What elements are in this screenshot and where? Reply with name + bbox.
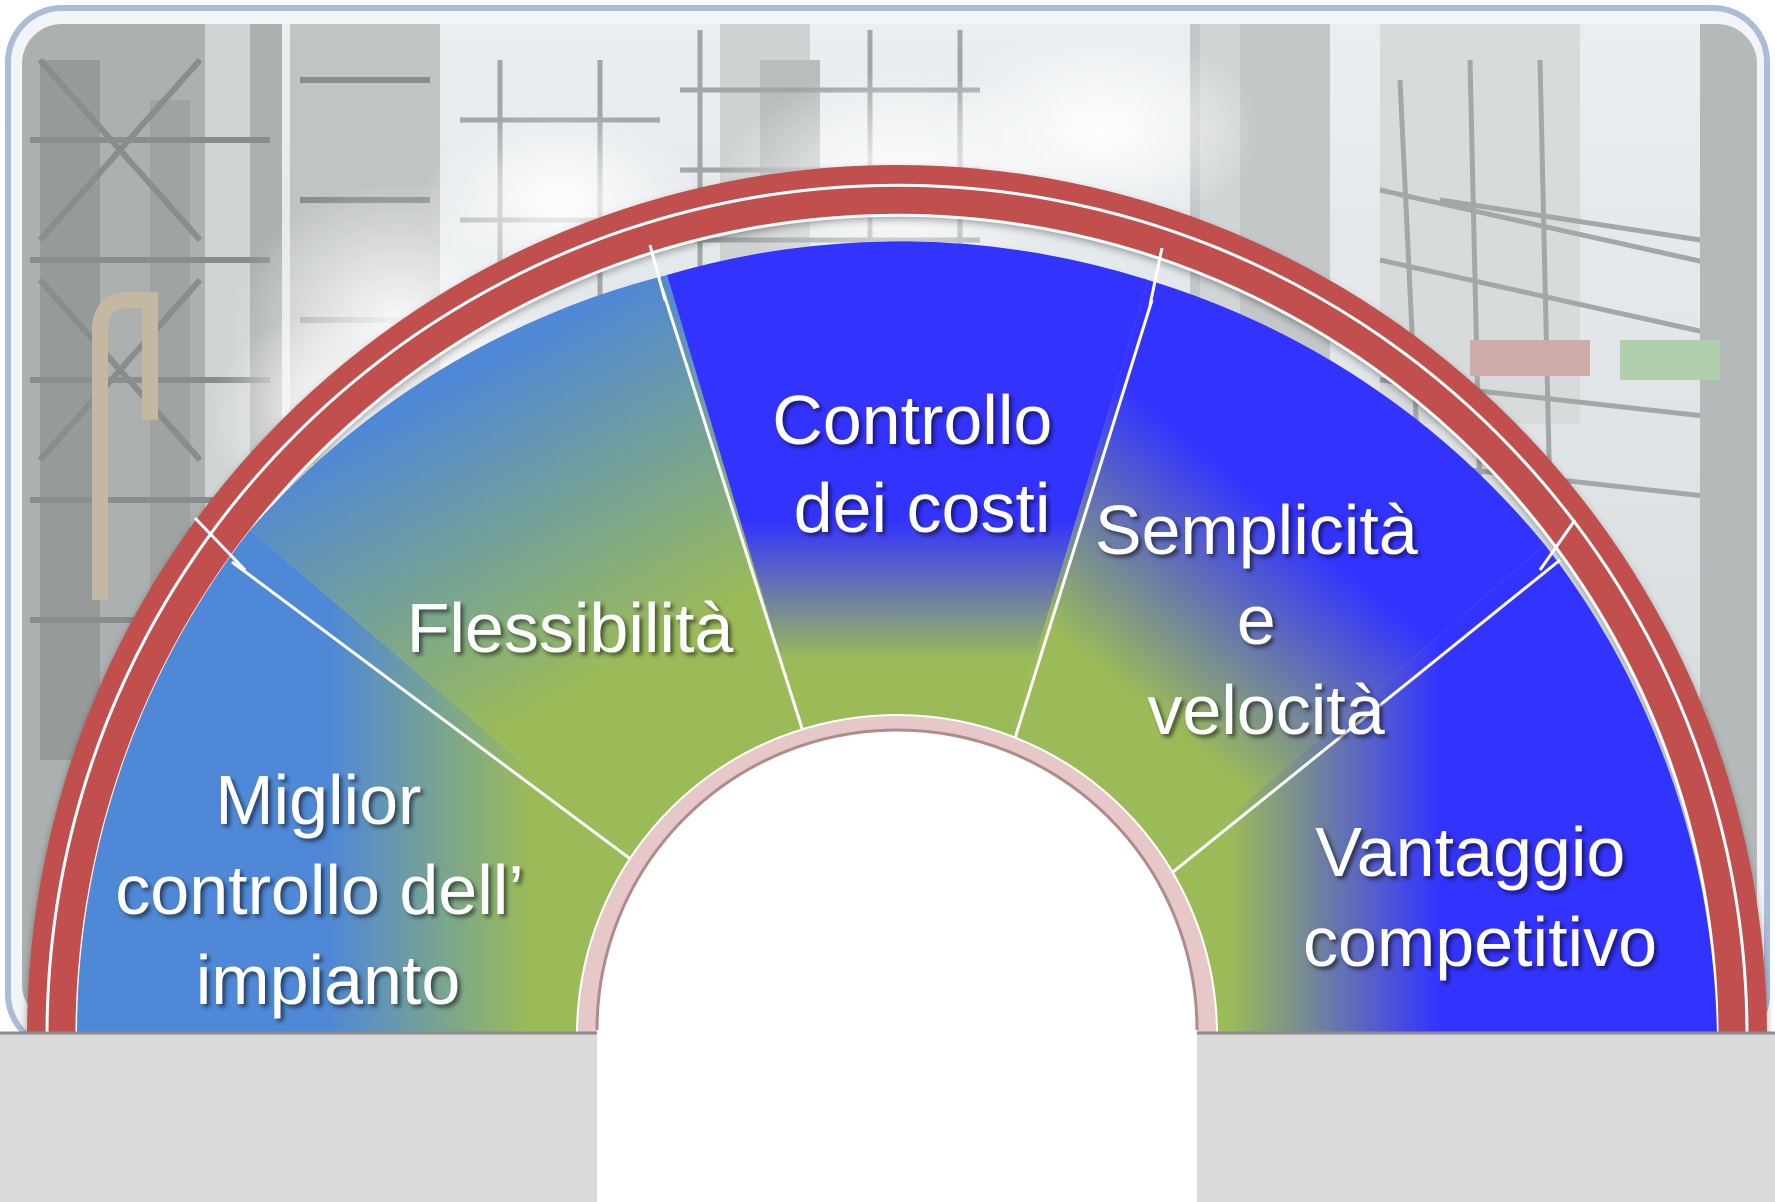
segment-miglior-controllo	[76, 530, 671, 1035]
label-flessibilita: Flessibilità	[407, 589, 734, 667]
label-semplicita-velocita: Semplicità e velocità	[1095, 491, 1437, 749]
label-miglior-controllo: Miglior controllo dell’ impianto	[115, 761, 540, 1019]
segment-vantaggio-competitivo	[1131, 545, 1717, 1035]
outer-ring-inner-line	[45, 183, 1749, 1036]
segment-dividers	[231, 287, 1561, 907]
label-controllo-costi: Controllo dei costi	[772, 381, 1072, 547]
segment-semplicita-velocita	[990, 280, 1545, 900]
segment-flessibilita	[250, 275, 825, 888]
label-vantaggio-competitivo: Vantaggio competitivo	[1303, 813, 1657, 981]
segment-controllo-costi	[667, 241, 1148, 807]
center-circle	[597, 730, 1197, 1202]
